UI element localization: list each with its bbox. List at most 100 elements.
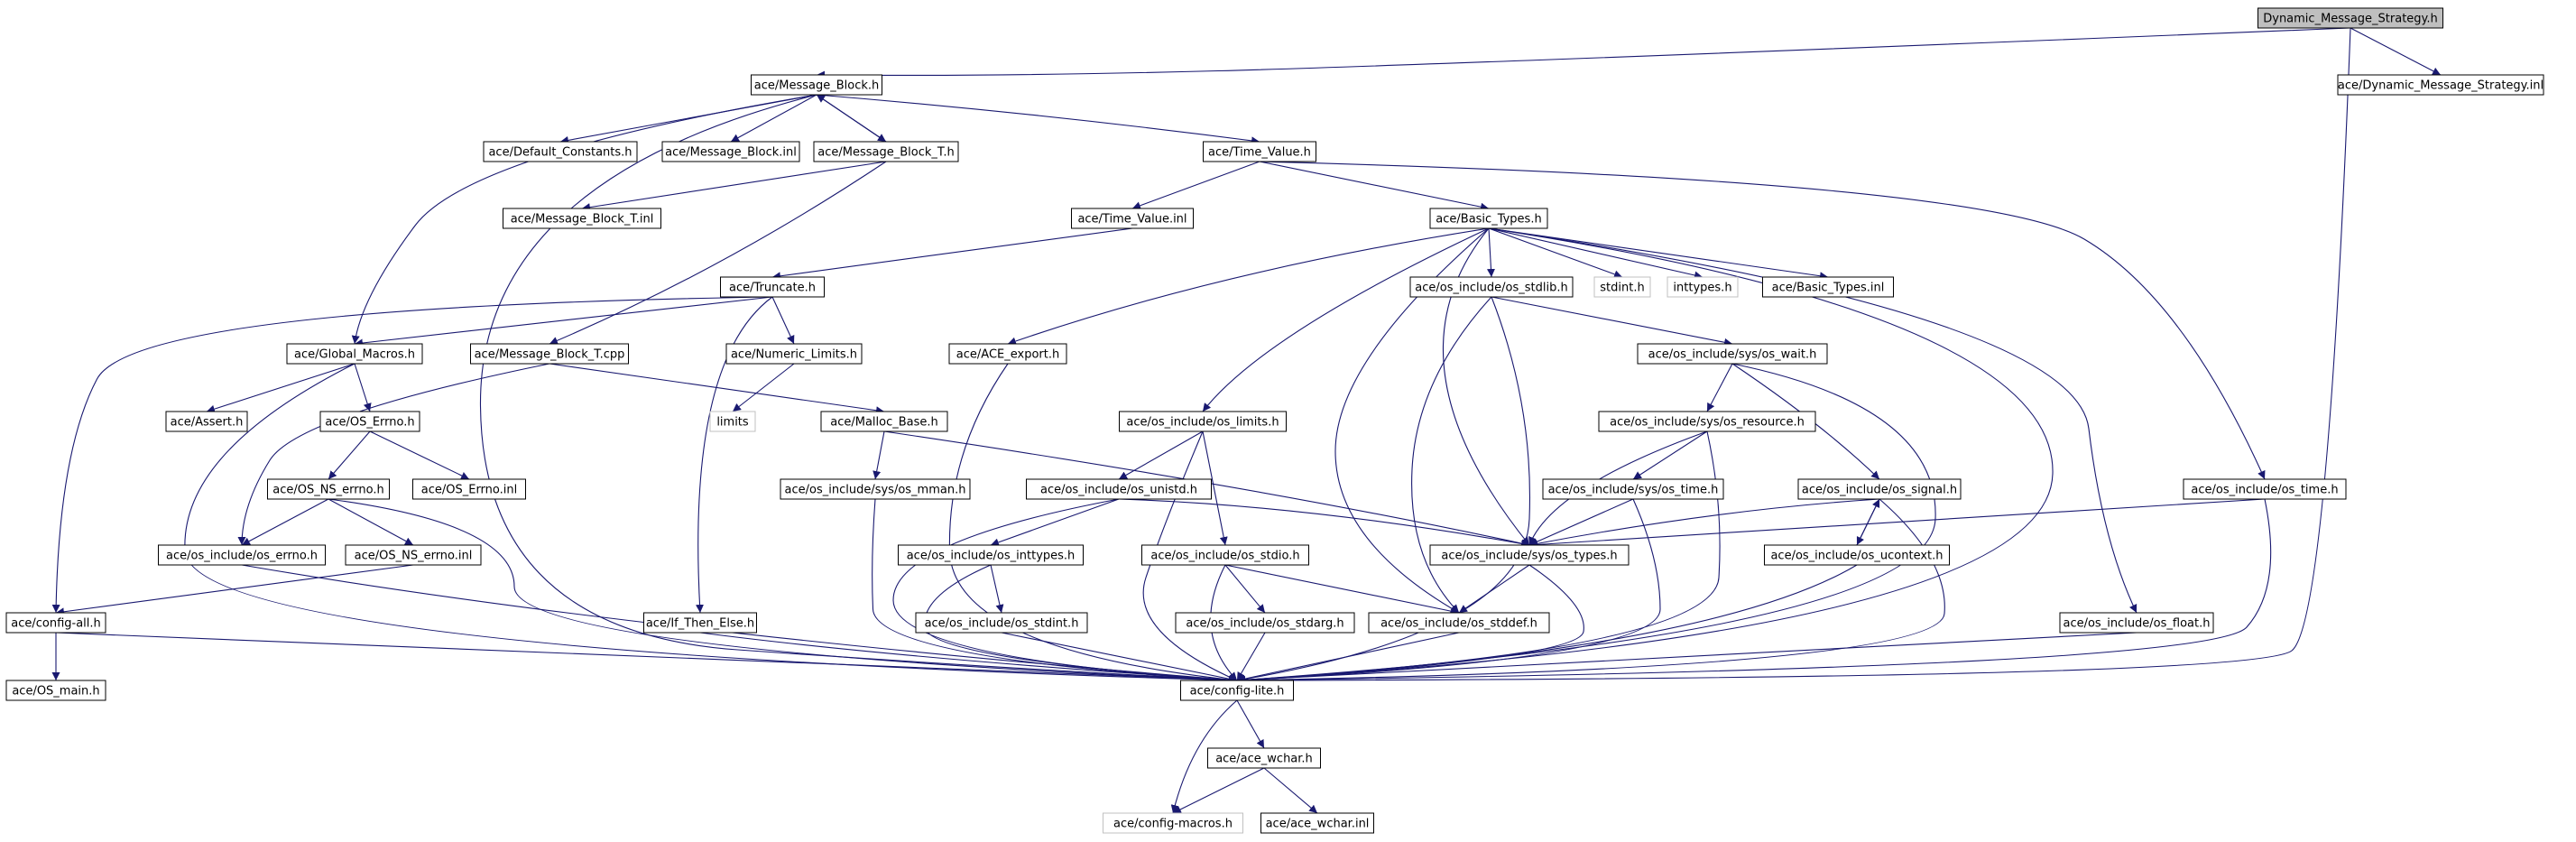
node-stddef[interactable]: ace/os_include/os_stddef.h (1368, 612, 1550, 634)
node-wait[interactable]: ace/os_include/sys/os_wait.h (1637, 343, 1828, 365)
edge-signal-to-configlite (1236, 498, 1945, 685)
node-trunc[interactable]: ace/Truncate.h (720, 276, 825, 298)
node-oserrno[interactable]: ace/OS_Errno.h (319, 411, 420, 432)
node-osstdint[interactable]: ace/os_include/os_stdint.h (915, 612, 1088, 634)
node-configlite[interactable]: ace/config-lite.h (1180, 680, 1294, 701)
node-osinttypes[interactable]: ace/os_include/os_inttypes.h (898, 544, 1084, 566)
edge-nserrno-to-nserrnoinl (328, 498, 414, 546)
node-label: ace/os_include/os_ucontext.h (1770, 550, 1943, 563)
edge-aceexp-to-configlite (948, 363, 1238, 684)
edge-nserrnoinl-to-configall (55, 564, 414, 616)
node-label: ace/Malloc_Base.h (830, 416, 938, 430)
node-bt[interactable]: ace/Basic_Types.h (1429, 208, 1548, 229)
node-oserrnoinl[interactable]: ace/OS_Errno.inl (412, 478, 526, 500)
node-box (725, 343, 863, 365)
node-gm[interactable]: ace/Global_Macros.h (286, 343, 423, 365)
edge-trunc-to-numlim (771, 296, 795, 345)
node-ifthen[interactable]: ace/If_Then_Else.h (643, 612, 757, 634)
node-ostime[interactable]: ace/os_include/os_time.h (2183, 478, 2347, 500)
node-wcharinl[interactable]: ace/ace_wchar.inl (1260, 812, 1374, 834)
node-label: ace/Message_Block.inl (665, 146, 797, 160)
node-box (158, 544, 326, 566)
node-stdarg[interactable]: ace/os_include/os_stdarg.h (1175, 612, 1355, 634)
edge-mb-to-gm (351, 94, 817, 345)
node-label: ace/ACE_export.h (956, 348, 1059, 362)
node-label: ace/OS_NS_errno.inl (355, 550, 473, 563)
node-systypes[interactable]: ace/os_include/sys/os_types.h (1429, 544, 1630, 566)
node-nserrno[interactable]: ace/OS_NS_errno.h (267, 478, 390, 500)
edge-stdlib-to-stddef (1411, 296, 1492, 614)
node-tv[interactable]: ace/Time_Value.h (1203, 141, 1316, 162)
node-defc[interactable]: ace/Default_Constants.h (483, 141, 638, 162)
node-label: ace/Message_Block_T.inl (511, 213, 654, 227)
node-label: ace/os_include/os_unistd.h (1040, 484, 1197, 497)
node-mbtcpp[interactable]: ace/Message_Block_T.cpp (470, 343, 629, 365)
node-oslimits[interactable]: ace/os_include/os_limits.h (1119, 411, 1287, 432)
edge-wchar-to-wcharinl (1263, 767, 1318, 814)
node-box (948, 343, 1067, 365)
edge-bt-to-float (1488, 227, 2137, 614)
edge-trunc-to-gm (354, 296, 773, 347)
node-box (898, 544, 1084, 566)
node-mbtinl[interactable]: ace/Message_Block_T.inl (503, 208, 661, 229)
node-oserrnoh[interactable]: ace/os_include/os_errno.h (158, 544, 326, 566)
node-label: ace/config-macros.h (1113, 818, 1233, 831)
node-ucontext[interactable]: ace/os_include/os_ucontext.h (1764, 544, 1950, 566)
edge-tv-to-bt (1259, 161, 1490, 211)
edges (51, 27, 2442, 814)
edge-configlite-to-configmacros (1170, 699, 1238, 814)
edge-bt-to-aceexp (1007, 227, 1490, 346)
node-mbinl[interactable]: ace/Message_Block.inl (661, 141, 800, 162)
node-float[interactable]: ace/os_include/os_float.h (2059, 612, 2214, 634)
edge-gm-to-assert (206, 363, 355, 413)
edge-oslimits-to-unistd (1118, 430, 1204, 480)
node-label: limits (716, 416, 749, 430)
node-label: ace/os_include/os_stddef.h (1380, 617, 1537, 631)
node-box (2257, 7, 2443, 29)
node-label: ace/os_include/os_time.h (2191, 484, 2338, 497)
node-mman[interactable]: ace/os_include/sys/os_mman.h (780, 478, 971, 500)
node-mbt[interactable]: ace/Message_Block_T.h (813, 141, 959, 162)
edge-stddef-to-configlite (1236, 632, 1460, 683)
node-box (1119, 411, 1287, 432)
edge-stdarg-to-configlite (1236, 632, 1266, 681)
node-stdio[interactable]: ace/os_include/os_stdio.h (1141, 544, 1309, 566)
node-label: inttypes.h (1673, 282, 1731, 295)
edge-bt-to-stddef (1334, 227, 1490, 614)
edge-numlim-to-limits (732, 363, 795, 412)
node-osmain[interactable]: ace/OS_main.h (5, 680, 106, 701)
node-configall[interactable]: ace/config-all.h (5, 612, 106, 634)
node-numlim[interactable]: ace/Numeric_Limits.h (725, 343, 863, 365)
node-wchar[interactable]: ace/ace_wchar.h (1207, 747, 1321, 769)
edge-systypes-to-configlite (1236, 564, 1584, 684)
edge-root-to-dmsinl (2350, 27, 2442, 76)
edge-root-to-mb (816, 27, 2351, 79)
node-nserrnoinl[interactable]: ace/OS_NS_errno.inl (345, 544, 482, 566)
edge-stdlib-to-configlite (1236, 296, 1530, 683)
node-box (709, 411, 756, 432)
node-btinl[interactable]: ace/Basic_Types.inl (1762, 276, 1894, 298)
node-signal[interactable]: ace/os_include/os_signal.h (1797, 478, 1962, 500)
node-unistd[interactable]: ace/os_include/os_unistd.h (1026, 478, 1212, 500)
edge-oserrno-to-oserrnoinl (369, 430, 470, 480)
node-label: ace/Dynamic_Message_Strategy.inl (2338, 79, 2544, 93)
node-stdlib[interactable]: ace/os_include/os_stdlib.h (1409, 276, 1574, 298)
node-box (1071, 208, 1194, 229)
node-box (2059, 612, 2214, 634)
edge-stdlib-to-wait (1491, 296, 1733, 347)
edge-bt-to-btinl (1488, 227, 1829, 281)
node-box (1429, 208, 1548, 229)
node-aceexp[interactable]: ace/ACE_export.h (948, 343, 1067, 365)
node-dmsinl[interactable]: ace/Dynamic_Message_Strategy.inl (2337, 74, 2544, 96)
node-label: Dynamic_Message_Strategy.h (2263, 13, 2438, 26)
node-box (5, 680, 106, 701)
node-root[interactable]: Dynamic_Message_Strategy.h (2257, 7, 2443, 29)
node-systime[interactable]: ace/os_include/sys/os_time.h (1542, 478, 1724, 500)
node-assert[interactable]: ace/Assert.h (165, 411, 248, 432)
node-tvinl[interactable]: ace/Time_Value.inl (1071, 208, 1194, 229)
node-box (2183, 478, 2347, 500)
node-malloc[interactable]: ace/Malloc_Base.h (820, 411, 948, 432)
node-resource[interactable]: ace/os_include/sys/os_resource.h (1598, 411, 1816, 432)
node-mb[interactable]: ace/Message_Block.h (751, 74, 882, 96)
